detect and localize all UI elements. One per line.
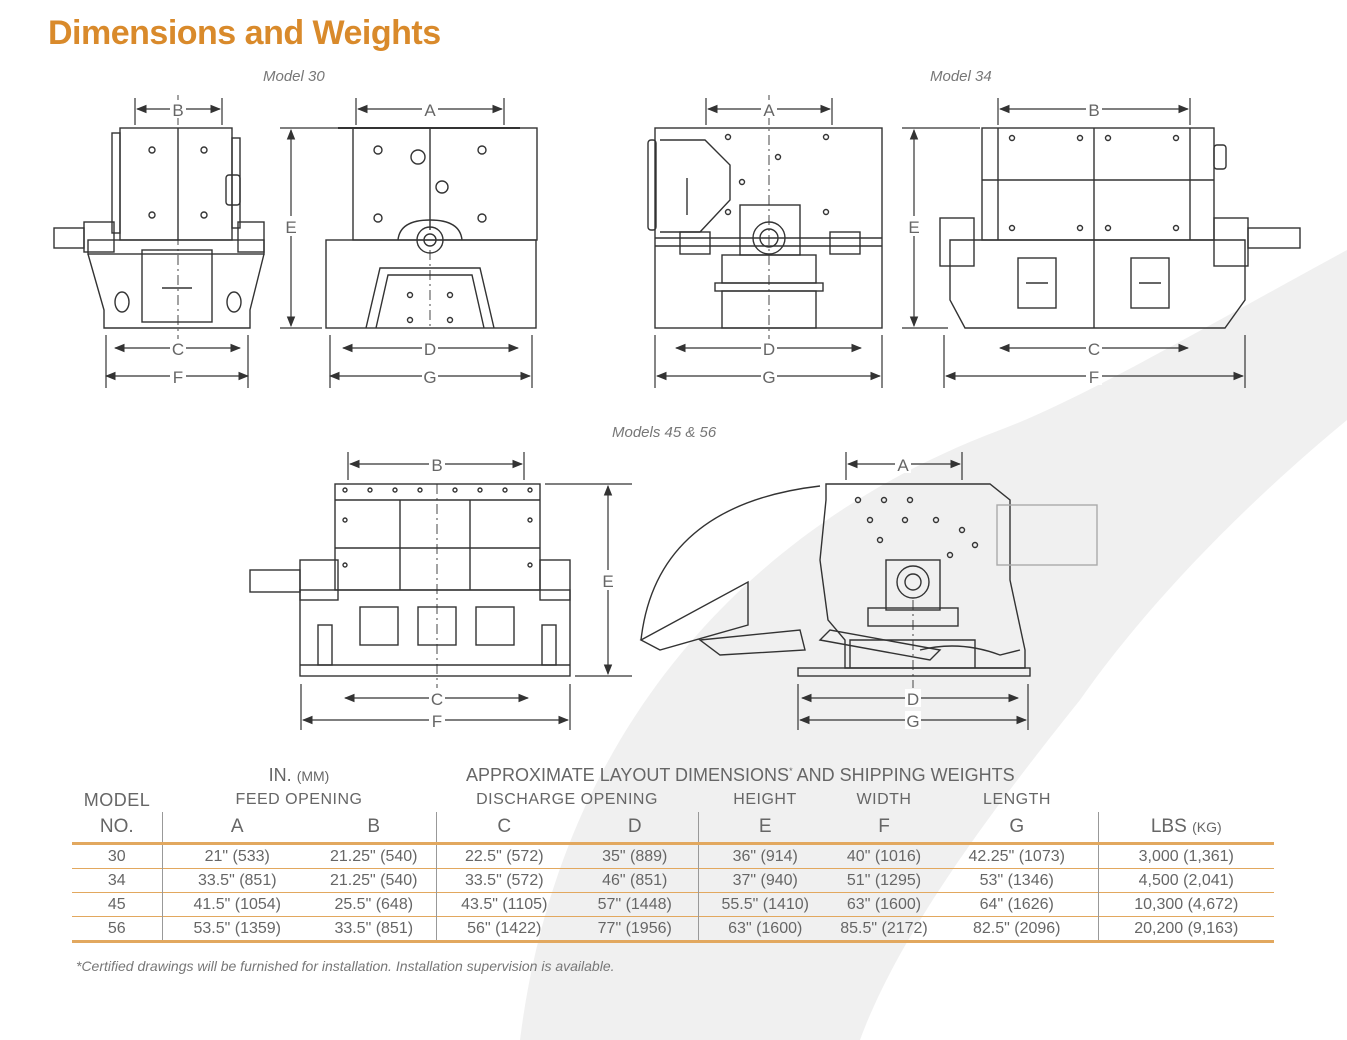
dim-label-c: C bbox=[172, 340, 184, 359]
cell-f: 85.5" (2172) bbox=[840, 919, 928, 937]
dim-label-d: D bbox=[424, 340, 436, 359]
cell-b: 21.25" (540) bbox=[329, 847, 418, 865]
cell-b: 33.5" (851) bbox=[334, 919, 414, 937]
page-title: Dimensions and Weights bbox=[48, 14, 441, 52]
cell-weight: 10,300 (4,672) bbox=[1097, 892, 1274, 917]
table-row: 45 41.5" (1054) 25.5" (648) 43.5" (1105)… bbox=[72, 892, 1274, 917]
caption-models-45-56: Models 45 & 56 bbox=[612, 424, 717, 441]
model-45-56-front-view bbox=[639, 483, 1098, 688]
cell-weight: 3,000 (1,361) bbox=[1097, 843, 1274, 869]
discharge-opening-header: DISCHARGE OPENING bbox=[476, 791, 658, 808]
cell-c: 33.5" (572) bbox=[435, 868, 572, 893]
col-f-header: F bbox=[878, 816, 890, 837]
dim-label-e: E bbox=[908, 218, 919, 237]
cell-weight: 4,500 (2,041) bbox=[1097, 868, 1274, 893]
cell-e: 36" (914) bbox=[697, 843, 832, 869]
model-cell: 34 bbox=[107, 871, 126, 889]
col-c-header: C bbox=[435, 812, 572, 844]
col-g-header: G bbox=[1009, 816, 1025, 837]
cell-c: 56" (1422) bbox=[435, 916, 572, 942]
model-label: MODEL bbox=[83, 789, 151, 810]
cell-f: 63" (1600) bbox=[846, 895, 922, 913]
dimensions-weights-table: IN. (MM) APPROXIMATE LAYOUT DIMENSIONS* … bbox=[72, 762, 1274, 943]
dim-label-d: D bbox=[763, 340, 775, 359]
cell-b: 25.5" (648) bbox=[334, 895, 414, 913]
dim-label-c: C bbox=[1088, 340, 1100, 359]
cell-c: 43.5" (1105) bbox=[435, 892, 572, 917]
dim-label-e: E bbox=[602, 572, 613, 591]
model-34-front-view bbox=[647, 95, 883, 340]
model-no-label: NO. bbox=[99, 816, 134, 837]
dim-label-f: F bbox=[173, 368, 183, 387]
cell-b: 21.25" (540) bbox=[329, 871, 418, 889]
cell-e: 63" (1600) bbox=[697, 916, 832, 942]
dim-label-g: G bbox=[762, 368, 775, 387]
col-d-header: D bbox=[627, 816, 642, 837]
model-30-side-view bbox=[53, 95, 265, 340]
cell-d: 57" (1448) bbox=[597, 895, 672, 913]
table-heading: APPROXIMATE LAYOUT DIMENSIONS* AND SHIPP… bbox=[466, 764, 1015, 785]
table-row: 30 21" (533) 21.25" (540) 22.5" (572) 35… bbox=[72, 843, 1274, 869]
weight-header: LBS (KG) bbox=[1097, 812, 1274, 844]
col-b-header: B bbox=[367, 816, 381, 837]
cell-e: 55.5" (1410) bbox=[697, 892, 832, 917]
col-e-header: E bbox=[697, 812, 832, 844]
dim-label-b: B bbox=[431, 456, 442, 475]
cell-a: 53.5" (1359) bbox=[161, 916, 312, 942]
cell-g: 82.5" (2096) bbox=[972, 919, 1061, 937]
caption-model-30: Model 30 bbox=[263, 68, 325, 85]
cell-d: 46" (851) bbox=[602, 871, 668, 889]
dim-label-a: A bbox=[763, 101, 775, 120]
cell-c: 22.5" (572) bbox=[435, 843, 572, 869]
footnote: *Certified drawings will be furnished fo… bbox=[76, 958, 615, 974]
cell-e: 37" (940) bbox=[697, 868, 832, 893]
dim-label-d: D bbox=[907, 690, 919, 709]
cell-a: 21" (533) bbox=[161, 843, 312, 869]
dimension-labels: B C F A E D G A D G E B C F B E C F A D … bbox=[170, 100, 1102, 731]
width-header: WIDTH bbox=[856, 791, 912, 808]
cell-a: 33.5" (851) bbox=[161, 868, 312, 893]
height-header: HEIGHT bbox=[733, 791, 797, 808]
cell-g: 53" (1346) bbox=[979, 871, 1054, 889]
dimension-lines bbox=[104, 98, 1246, 730]
cell-f: 40" (1016) bbox=[846, 847, 922, 865]
model-cell: 30 bbox=[107, 847, 126, 865]
cell-g: 64" (1626) bbox=[979, 895, 1054, 913]
model-cell: 45 bbox=[107, 895, 126, 913]
model-45-56-side-view bbox=[249, 483, 571, 688]
feed-opening-header: FEED OPENING bbox=[235, 791, 363, 808]
cell-a: 41.5" (1054) bbox=[161, 892, 312, 917]
model-30-front-view bbox=[325, 127, 538, 329]
table-row: 56 53.5" (1359) 33.5" (851) 56" (1422) 7… bbox=[72, 916, 1274, 942]
cell-f: 51" (1295) bbox=[846, 871, 922, 889]
dim-label-g: G bbox=[906, 712, 919, 731]
model-34-side-view bbox=[939, 127, 1301, 329]
dim-label-b: B bbox=[172, 101, 183, 120]
dim-label-f: F bbox=[1089, 368, 1099, 387]
units-heading: IN. (MM) bbox=[268, 764, 330, 785]
dim-label-c: C bbox=[431, 690, 443, 709]
cell-d: 77" (1956) bbox=[597, 919, 672, 937]
length-header: LENGTH bbox=[983, 791, 1051, 808]
dim-label-g: G bbox=[423, 368, 436, 387]
dim-label-a: A bbox=[424, 101, 436, 120]
cell-d: 35" (889) bbox=[602, 847, 668, 865]
dim-label-b: B bbox=[1088, 101, 1099, 120]
cell-weight: 20,200 (9,163) bbox=[1097, 916, 1274, 942]
dim-label-f: F bbox=[432, 712, 442, 731]
table-row: 34 33.5" (851) 21.25" (540) 33.5" (572) … bbox=[72, 868, 1274, 893]
model-cell: 56 bbox=[107, 919, 126, 937]
col-a-header: A bbox=[161, 812, 312, 844]
dim-label-a: A bbox=[897, 456, 909, 475]
dim-label-e: E bbox=[285, 218, 296, 237]
caption-model-34: Model 34 bbox=[930, 68, 992, 85]
cell-g: 42.25" (1073) bbox=[968, 847, 1065, 865]
